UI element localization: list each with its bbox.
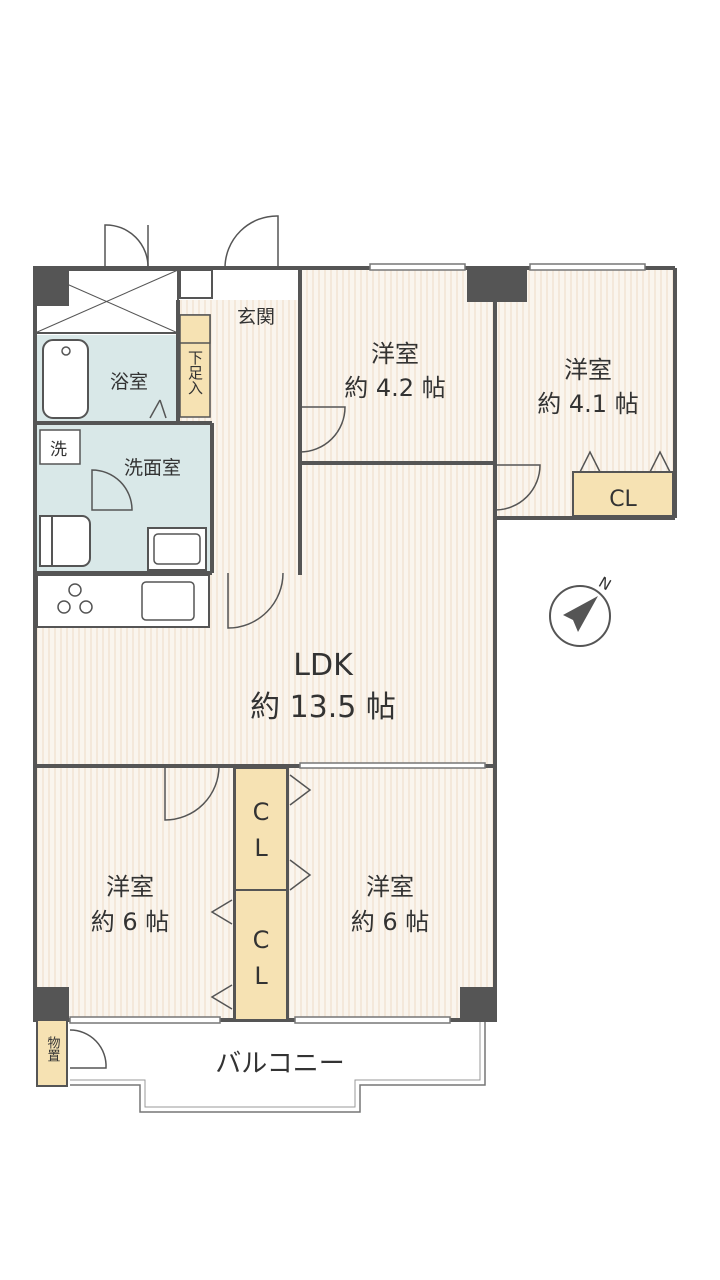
- ldk-name: LDK: [293, 648, 354, 683]
- washer-label: 洗: [50, 440, 67, 460]
- compass-icon: [549, 585, 611, 647]
- closet-l1: L: [254, 834, 268, 862]
- ldk-size: 約 13.5 帖: [250, 690, 396, 725]
- bathtub: [42, 339, 89, 419]
- pillar: [460, 987, 497, 1022]
- closet-l2: L: [254, 962, 268, 990]
- closet-c2: C: [253, 926, 270, 954]
- storage-label: 物置: [45, 1036, 61, 1062]
- room-a-name: 洋室: [371, 340, 419, 368]
- room-d-name: 洋室: [366, 873, 414, 901]
- pillar: [467, 266, 527, 302]
- room-c-name: 洋室: [106, 873, 154, 901]
- storage-box: [36, 1019, 68, 1087]
- room-b-size: 約 4.1 帖: [537, 390, 638, 418]
- pillar: [33, 266, 69, 306]
- room-b-name: 洋室: [564, 356, 612, 384]
- pillar: [33, 987, 69, 1022]
- closet-lower: [234, 889, 288, 1021]
- closet-middle: [234, 767, 288, 891]
- room-d-floor: [287, 766, 495, 1020]
- balcony-outline: [70, 1022, 486, 1113]
- room-a-size: 約 4.2 帖: [344, 374, 445, 402]
- closet-c1: C: [253, 798, 270, 826]
- room-a-floor: [300, 268, 495, 463]
- kitchen-sink: [141, 581, 195, 621]
- closet-upper: [572, 471, 674, 517]
- shoe-cabinet-label: 下足入: [186, 350, 204, 395]
- washer-space: [39, 429, 81, 465]
- room-d-size: 約 6 帖: [351, 908, 430, 936]
- balcony-label: バルコニー: [215, 1049, 344, 1079]
- room-c-floor: [35, 766, 235, 1020]
- genkan-label: 玄関: [237, 306, 275, 328]
- room-c-size: 約 6 帖: [91, 908, 170, 936]
- stove-burner: [79, 600, 93, 614]
- washroom-label: 洗面室: [124, 457, 181, 479]
- stove-burner: [57, 600, 71, 614]
- doors: [69, 215, 541, 1069]
- closet-upper-label: CL: [609, 487, 637, 512]
- bath-label: 浴室: [110, 371, 148, 393]
- stove-burner: [68, 583, 82, 597]
